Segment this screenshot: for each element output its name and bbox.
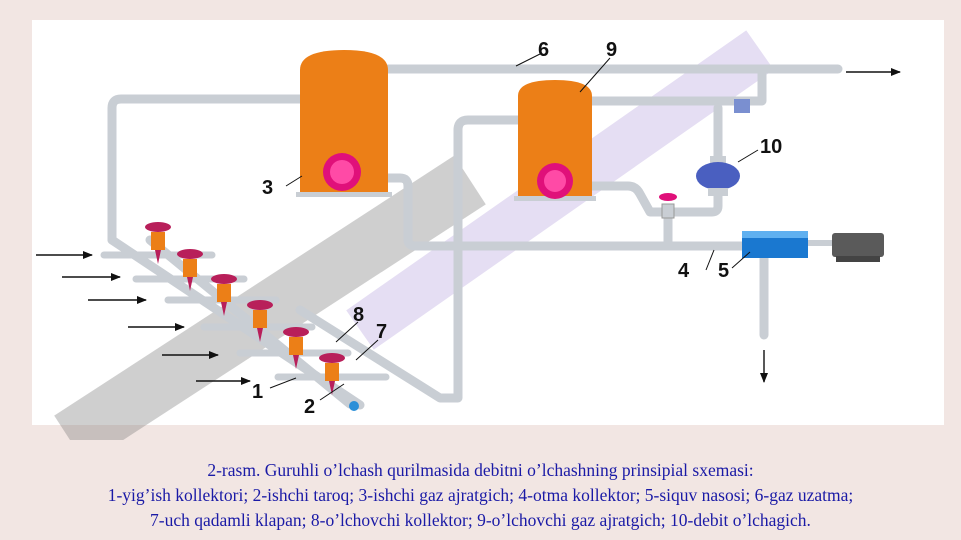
caption-line-2: 1-yig’ish kollektori; 2-ishchi taroq; 3-…: [107, 485, 854, 505]
separator9-liquid-out: [587, 181, 667, 217]
gas-valve: [734, 99, 750, 113]
inlet-arrows: [36, 251, 251, 385]
booster-pump-5: [742, 231, 808, 258]
three-way-valves: [145, 222, 345, 395]
collector-riser: [107, 94, 305, 245]
separator3-outlet: [383, 173, 753, 251]
label-1: 1: [252, 381, 263, 403]
comb-end-cap: [349, 401, 359, 411]
leader-lines: [269, 53, 759, 401]
figure-caption: 2-rasm. Guruhli o’lchash qurilmasida deb…: [0, 458, 961, 533]
flow-meter-10: [696, 156, 740, 196]
label-3: 3: [262, 177, 273, 199]
measuring-separator-9: [514, 80, 596, 201]
label-6: 6: [538, 39, 549, 61]
label-4: 4: [678, 260, 690, 282]
working-separator-3: [296, 50, 392, 197]
label-9: 9: [606, 39, 617, 61]
label-10: 10: [760, 136, 782, 158]
caption-line-3: 7-uch qadamli klapan; 8-o’lchovchi kolle…: [150, 510, 811, 530]
label-7: 7: [376, 321, 387, 343]
collector-to-4: [295, 115, 523, 403]
diagram-panel: [32, 20, 944, 425]
label-2: 2: [304, 396, 315, 418]
meter-outlet: [667, 185, 723, 217]
control-valve: [659, 193, 677, 219]
motor: [832, 233, 884, 262]
caption-line-1: 2-rasm. Guruhli o’lchash qurilmasida deb…: [207, 460, 754, 480]
separator9-gas-out: [587, 64, 767, 106]
process-diagram: 1 2 3 4 5 6 7 8 9 10: [36, 30, 901, 440]
label-5: 5: [718, 260, 729, 282]
label-8: 8: [353, 304, 364, 326]
pipe-network: [107, 64, 843, 410]
